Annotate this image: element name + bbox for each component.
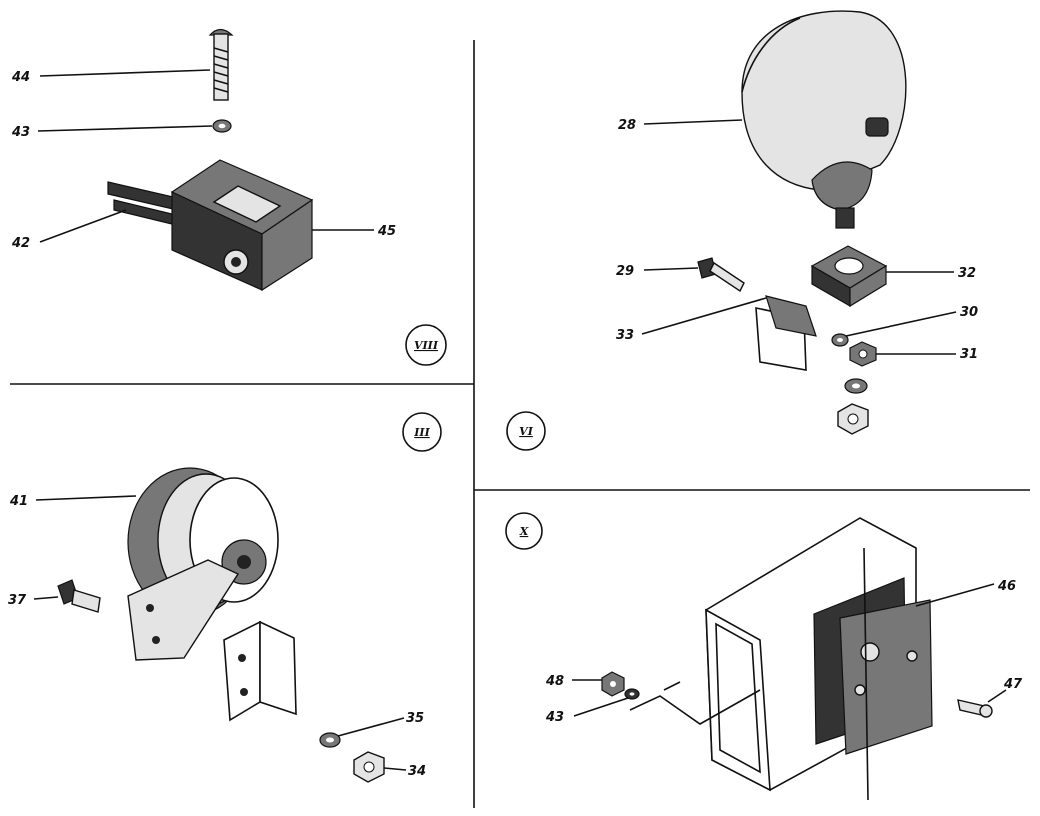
part-43-washer [212, 119, 232, 133]
part-44-screw [208, 28, 234, 101]
angle-bracket-iii [223, 620, 297, 722]
callout-32: 32 [958, 266, 976, 281]
callout-43: 43 [11, 125, 30, 140]
section-label-x: X [519, 525, 529, 538]
section-badge-iii: III [402, 412, 442, 452]
lead-wire-x [629, 681, 761, 725]
part-30-washer [831, 333, 849, 347]
callout-42: 42 [11, 236, 30, 251]
callout-28: 28 [618, 118, 636, 133]
extra-nut-vi [837, 403, 869, 435]
extra-washer-vi [844, 378, 868, 394]
part-33-bracket [755, 295, 817, 371]
callout-48: 48 [545, 674, 564, 689]
callout-30: 30 [960, 305, 978, 320]
section-dividers [10, 40, 1030, 808]
callout-47: 47 [1003, 677, 1023, 692]
part-34-nut [353, 751, 385, 783]
part-41-horn [127, 467, 279, 661]
part-32-clamp-block [810, 245, 888, 308]
section-badge-x: X [505, 512, 543, 550]
part-35-washer [319, 732, 341, 748]
callout-45: 45 [377, 224, 396, 239]
callout-31: 31 [960, 347, 978, 362]
callout-46: 46 [997, 579, 1016, 594]
callout-numbers: 44 43 42 45 28 29 32 30 33 31 41 37 35 3… [8, 70, 1023, 779]
leader-lines [33, 69, 1007, 771]
section-label-viii: VIII [414, 339, 439, 352]
section-badge-viii: VIII [405, 324, 447, 366]
part-29-bolt [697, 257, 745, 293]
part-46-relay [813, 547, 933, 801]
callout-41: 41 [9, 494, 28, 509]
section-label-iii: III [413, 426, 430, 439]
callout-35: 35 [406, 711, 424, 726]
part-28-headlamp [741, 10, 907, 229]
part-48-nut [601, 671, 625, 697]
section-badge-vi: VI [506, 411, 546, 451]
callout-44: 44 [11, 70, 30, 85]
part-31-nut [849, 341, 877, 367]
callout-29: 29 [616, 264, 634, 279]
callout-37: 37 [8, 593, 27, 608]
callout-43-x: 43 [545, 710, 564, 725]
part-37-bolt [57, 579, 101, 613]
callout-33: 33 [616, 328, 634, 343]
callout-34: 34 [408, 764, 426, 779]
part-47-screw [957, 699, 993, 718]
part-43-washer-x [624, 688, 640, 700]
part-45-switch-box [170, 159, 314, 292]
section-label-vi: VI [519, 425, 534, 438]
